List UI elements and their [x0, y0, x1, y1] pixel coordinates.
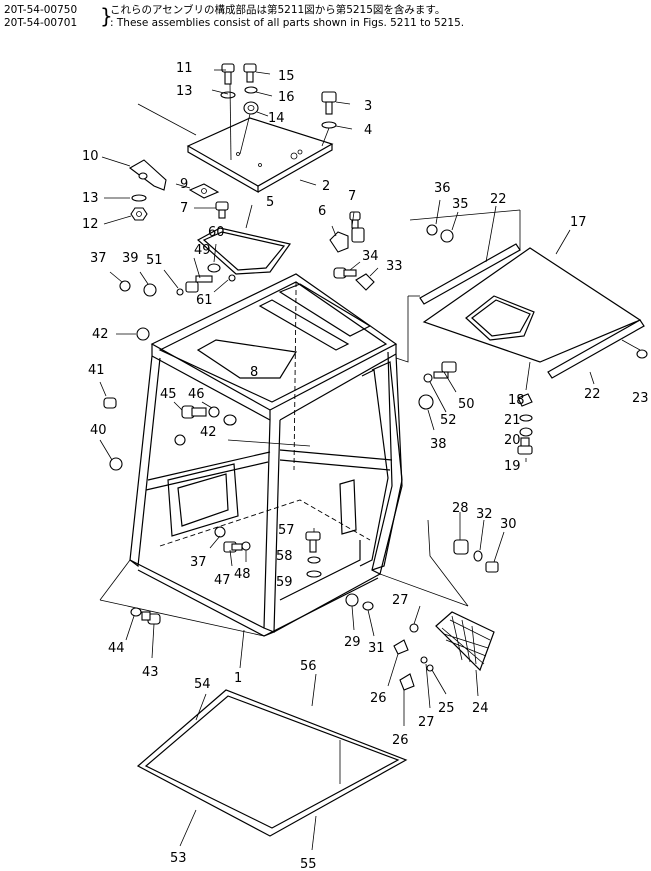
callout-13: 13	[176, 84, 193, 99]
bracket-parts	[101, 156, 229, 225]
cover-bolts	[220, 63, 337, 129]
callout-23: 23	[632, 391, 649, 406]
callout-41: 41	[88, 363, 105, 378]
callout-17: 17	[570, 215, 587, 230]
callout-44: 44	[108, 641, 125, 656]
callout-47: 47	[214, 573, 231, 588]
assembly-boundary	[99, 209, 521, 637]
leader-lines-top	[137, 69, 353, 186]
callout-28: 28	[452, 501, 469, 516]
callout-2: 2	[322, 179, 330, 194]
top-cover-plate	[186, 117, 334, 194]
side-window-glass	[419, 205, 648, 385]
callout-7: 7	[180, 201, 188, 216]
callout-29: 29	[344, 635, 361, 650]
callout-12: 12	[82, 217, 99, 232]
callout-25: 25	[438, 701, 455, 716]
callout-4: 4	[364, 123, 372, 138]
note-english: : These assemblies consist of all parts …	[110, 17, 465, 29]
callout-34: 34	[362, 249, 379, 264]
callout-26: 26	[370, 691, 387, 706]
callout-31: 31	[368, 641, 385, 656]
callout-27: 27	[418, 715, 435, 730]
callout-15: 15	[278, 69, 295, 84]
main-cab-frame	[129, 273, 403, 637]
callout-38: 38	[430, 437, 447, 452]
callout-53: 53	[170, 851, 187, 866]
callout-7: 7	[348, 189, 356, 204]
callout-56: 56	[300, 659, 317, 674]
callout-45: 45	[160, 387, 177, 402]
callout-37: 37	[190, 555, 207, 570]
callout-labels: 11 15 13 16 3 14 4 10 2 9 13 36 12 35 22…	[82, 61, 649, 871]
callout-24: 24	[472, 701, 489, 716]
callout-10: 10	[82, 149, 99, 164]
assembly-code-1: 20T-54-00750	[4, 4, 78, 16]
callout-13: 13	[82, 191, 99, 206]
callout-36: 36	[434, 181, 451, 196]
callout-3: 3	[364, 99, 372, 114]
callout-50: 50	[458, 397, 475, 412]
callout-42: 42	[200, 425, 217, 440]
callout-39: 39	[122, 251, 139, 266]
callout-32: 32	[476, 507, 493, 522]
callout-22: 22	[584, 387, 601, 402]
frame-hardware	[99, 243, 527, 669]
callout-26: 26	[392, 733, 409, 748]
callout-59: 59	[276, 575, 293, 590]
callout-54: 54	[194, 677, 211, 692]
callout-20: 20	[504, 433, 521, 448]
callout-1: 1	[234, 671, 242, 686]
brace-symbol: }	[100, 4, 113, 28]
callout-43: 43	[142, 665, 159, 680]
callout-58: 58	[276, 549, 293, 564]
callout-57: 57	[278, 523, 295, 538]
roof-window-frame	[196, 204, 292, 275]
callout-35: 35	[452, 197, 469, 212]
callout-33: 33	[386, 259, 403, 274]
hinge-parts	[329, 199, 459, 291]
callout-22: 22	[490, 192, 507, 207]
callout-5: 5	[266, 195, 274, 210]
vent-grille	[387, 605, 495, 726]
callout-46: 46	[188, 387, 205, 402]
callout-21: 21	[504, 413, 521, 428]
callout-48: 48	[234, 567, 251, 582]
callout-42: 42	[92, 327, 109, 342]
assembly-codes: 20T-54-00750 20T-54-00701	[4, 4, 100, 30]
callout-8: 8	[250, 365, 258, 380]
note-japanese: これらのアセンブリの構成部品は第5211図から第5215図を含みます。	[110, 4, 446, 16]
callout-6: 6	[318, 204, 326, 219]
callout-30: 30	[500, 517, 517, 532]
callout-52: 52	[440, 413, 457, 428]
callout-60: 60	[208, 225, 225, 240]
callout-51: 51	[146, 253, 163, 268]
callout-55: 55	[300, 857, 317, 871]
callout-9: 9	[180, 177, 188, 192]
callout-49: 49	[194, 243, 211, 258]
callout-61: 61	[196, 293, 213, 308]
callout-11: 11	[176, 61, 193, 76]
callout-37: 37	[90, 251, 107, 266]
latch-parts	[517, 361, 533, 455]
assembly-code-2: 20T-54-00701	[4, 17, 78, 29]
callout-16: 16	[278, 90, 295, 105]
callout-19: 19	[504, 459, 521, 474]
floor-mat	[136, 673, 408, 851]
callout-18: 18	[508, 393, 525, 408]
callout-14: 14	[268, 111, 285, 126]
callout-27: 27	[392, 593, 409, 608]
assembly-notes: これらのアセンブリの構成部品は第5211図から第5215図を含みます。 : Th…	[110, 4, 464, 30]
callout-40: 40	[90, 423, 107, 438]
